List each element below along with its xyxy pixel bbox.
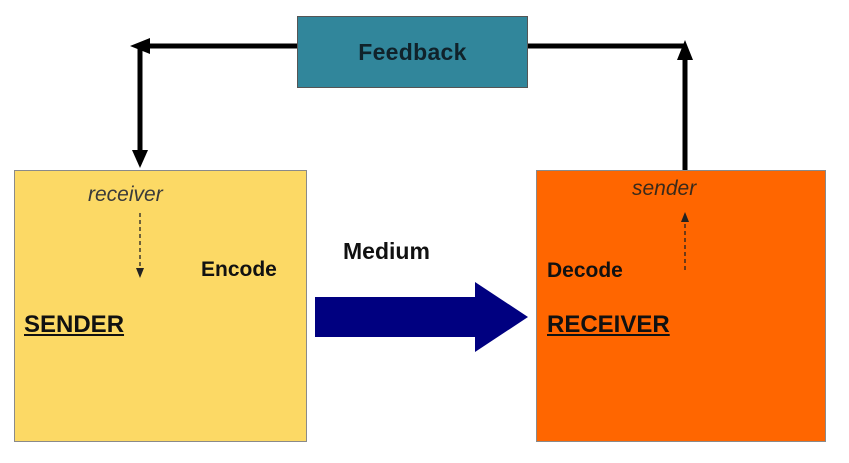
encode-label: Encode [201, 258, 277, 281]
receiver-title: RECEIVER [547, 311, 670, 338]
receiver-box [536, 170, 826, 442]
sender-role-note: receiver [88, 183, 163, 206]
receiver-role-note: sender [632, 177, 697, 200]
feedback-label: Feedback [358, 38, 467, 65]
sender-title: SENDER [24, 311, 125, 338]
sender-box [14, 170, 307, 442]
medium-arrow [315, 282, 528, 352]
decode-label: Decode [547, 259, 623, 282]
feedback-box: Feedback [297, 16, 528, 88]
medium-label: Medium [343, 238, 430, 264]
